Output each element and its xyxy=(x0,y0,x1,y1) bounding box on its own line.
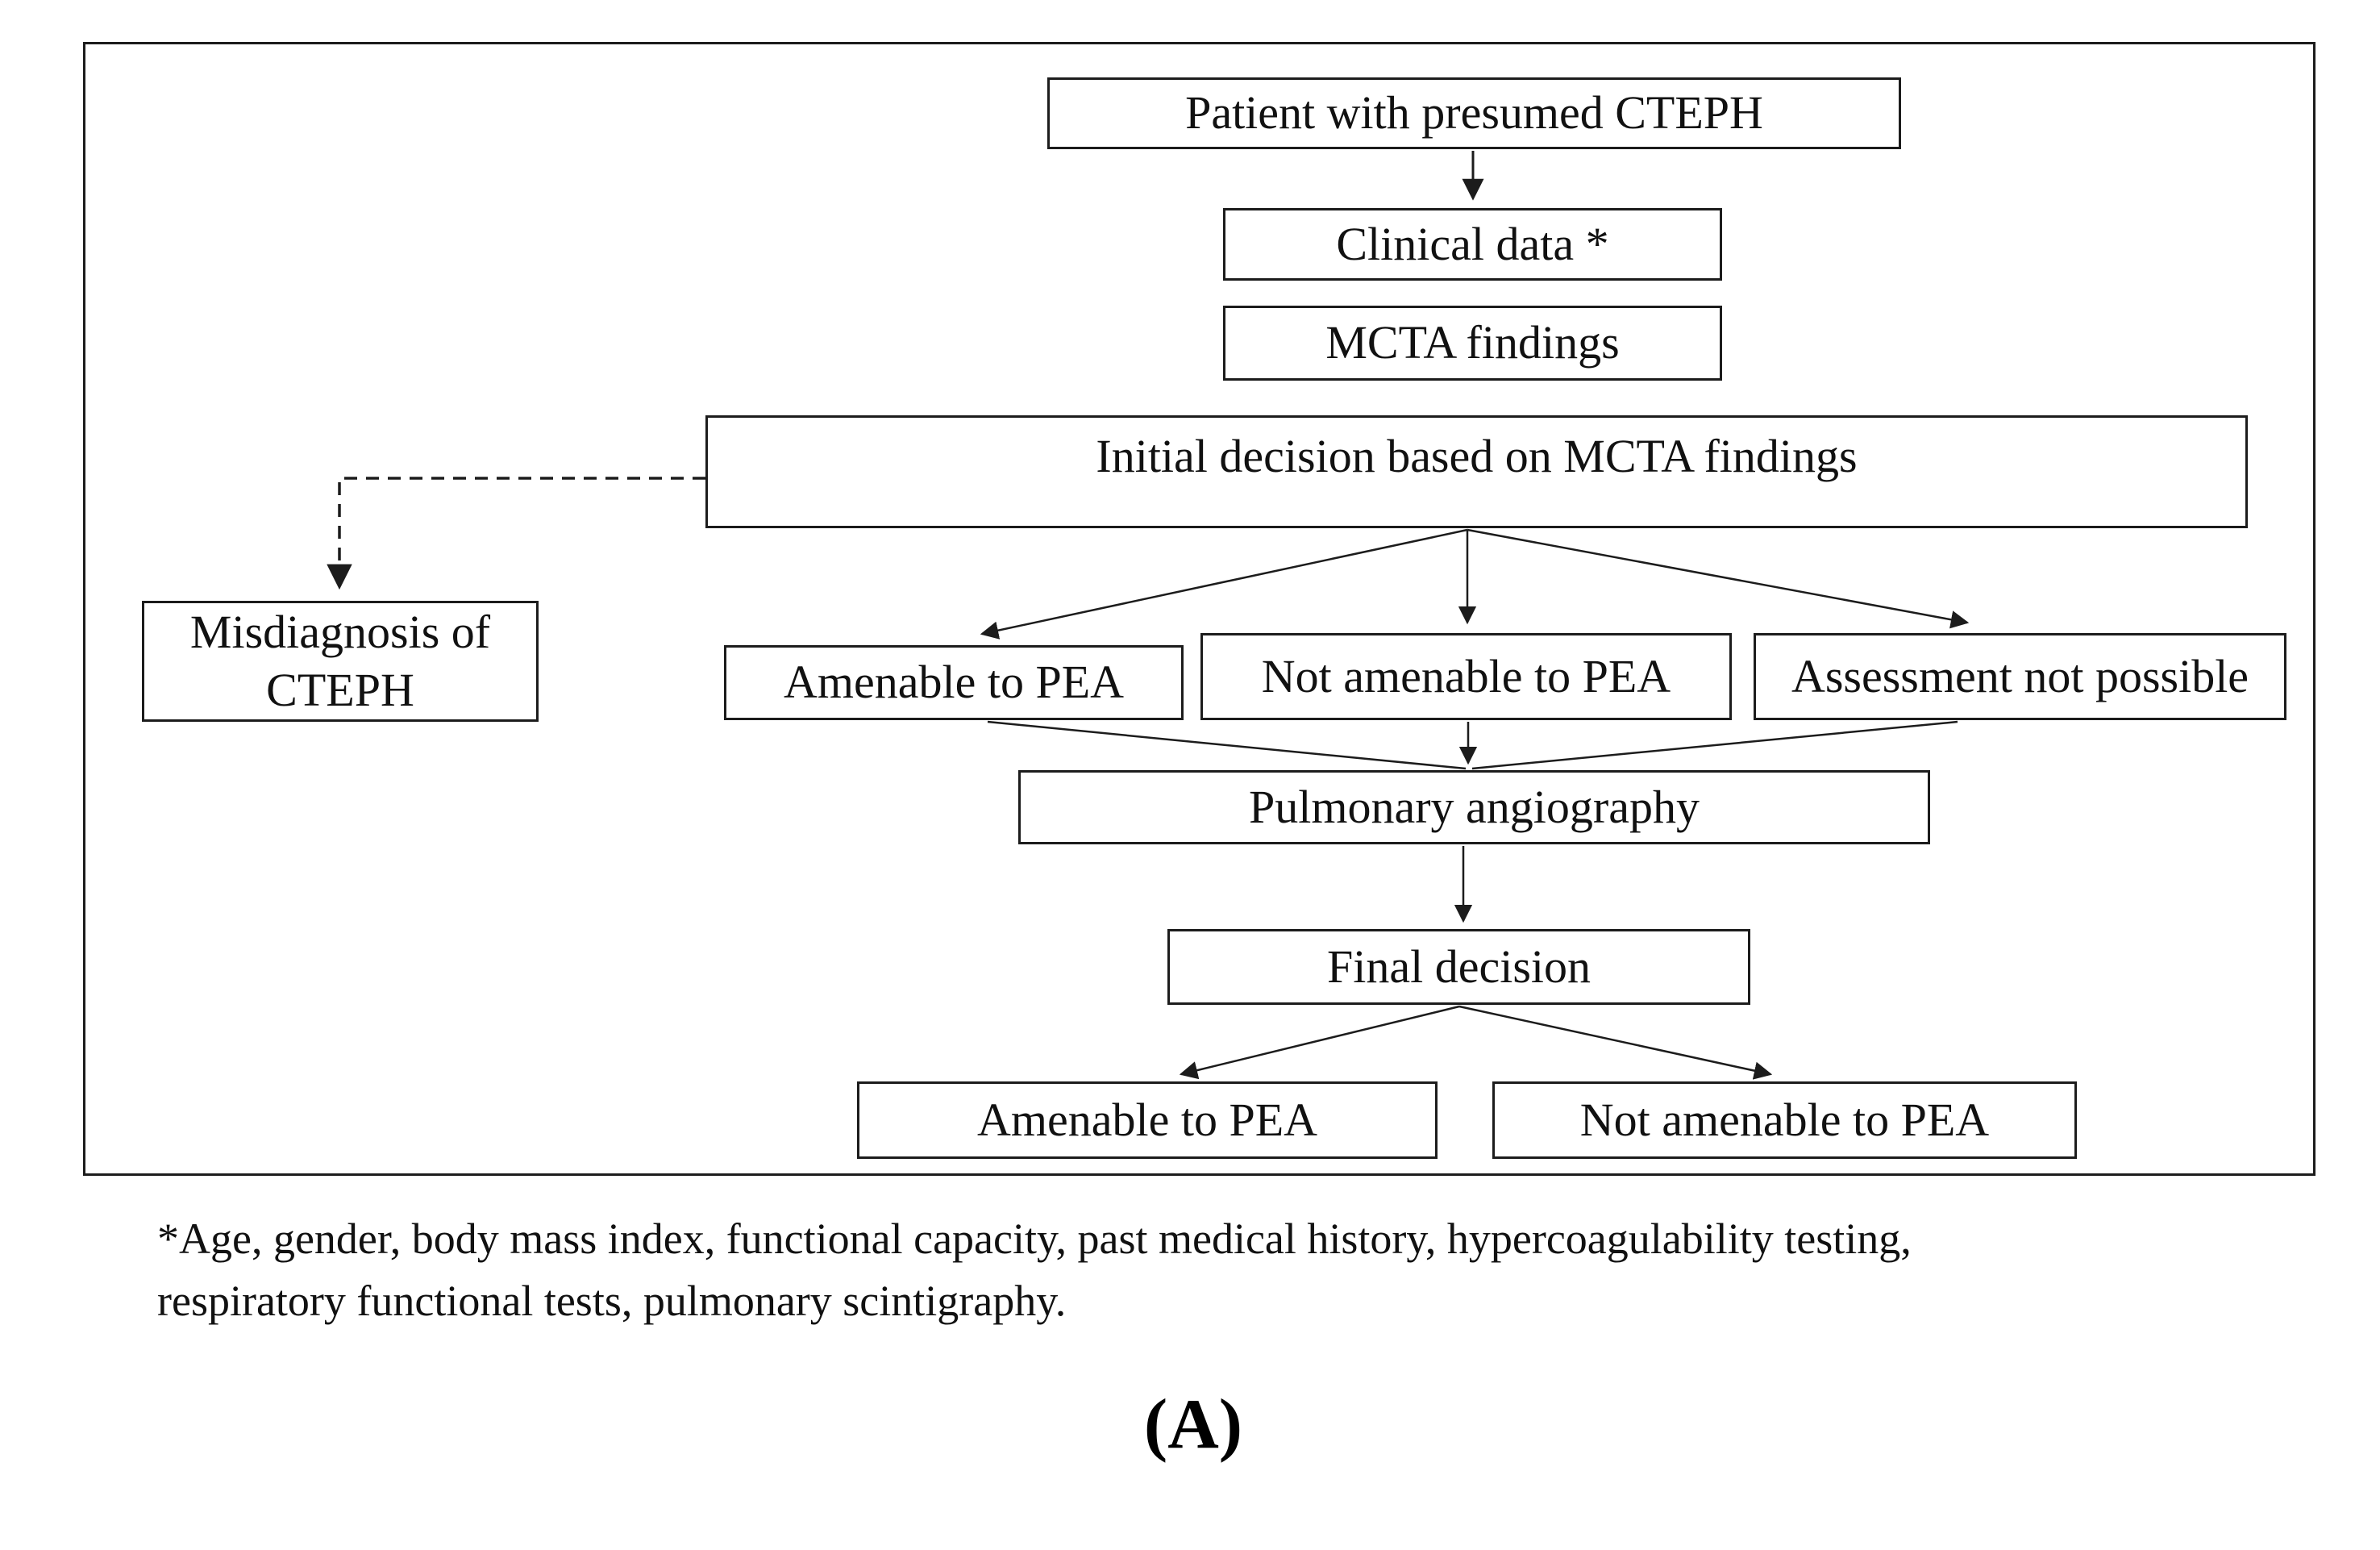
node-label: Assessment not possible xyxy=(1791,649,2249,702)
node-label: Clinical data * xyxy=(1336,217,1609,270)
node-mcta-findings: MCTA findings xyxy=(1223,306,1722,381)
footnote-line2: respiratory functional tests, pulmonary … xyxy=(157,1276,1067,1325)
node-label: Initial decision based on MCTA findings xyxy=(1096,430,1858,482)
node-amenable-to-pea-initial: Amenable to PEA xyxy=(724,645,1184,720)
node-initial-decision: Initial decision based on MCTA findings xyxy=(705,415,2248,528)
node-label: Not amenable to PEA xyxy=(1579,1093,1990,1146)
node-label-line1: Misdiagnosis of xyxy=(189,605,491,658)
figure-footnote: *Age, gender, body mass index, functiona… xyxy=(157,1208,2253,1331)
node-not-amenable-to-pea-final: Not amenable to PEA xyxy=(1492,1081,2077,1159)
node-final-decision: Final decision xyxy=(1167,929,1750,1005)
node-pulmonary-angiography: Pulmonary angiography xyxy=(1018,770,1930,844)
arrow-initial-to-assessment xyxy=(1467,528,1970,629)
panel-label-a: (A) xyxy=(1143,1385,1243,1464)
node-label: Final decision xyxy=(1326,940,1591,993)
node-clinical-data: Clinical data * xyxy=(1223,208,1722,281)
dashed-arrow-to-misdiagnosis xyxy=(327,477,705,590)
node-label: Pulmonary angiography xyxy=(1249,780,1700,833)
node-assessment-not-possible: Assessment not possible xyxy=(1754,633,2286,720)
node-amenable-to-pea-final: Amenable to PEA xyxy=(857,1081,1438,1159)
footnote-line1: *Age, gender, body mass index, functiona… xyxy=(157,1215,1912,1263)
node-not-amenable-to-pea-initial: Not amenable to PEA xyxy=(1200,633,1732,720)
node-label: Patient with presumed CTEPH xyxy=(1185,86,1763,140)
node-label: Amenable to PEA xyxy=(976,1093,1318,1146)
arrow-final-to-not-amenable xyxy=(1458,1005,1773,1080)
node-patient-presumed-cteph: Patient with presumed CTEPH xyxy=(1047,77,1901,149)
node-misdiagnosis-cteph: Misdiagnosis of CTEPH xyxy=(142,601,539,722)
node-label: Not amenable to PEA xyxy=(1261,649,1671,702)
line-amenable-to-pulmonary xyxy=(987,720,1467,770)
line-assessment-to-pulmonary xyxy=(1471,720,1958,770)
node-label: Amenable to PEA xyxy=(783,656,1125,709)
node-label-line2: CTEPH xyxy=(266,664,414,716)
arrow-final-to-amenable xyxy=(1179,1005,1460,1080)
node-label: MCTA findings xyxy=(1325,316,1620,369)
arrow-initial-to-amenable xyxy=(980,528,1468,640)
